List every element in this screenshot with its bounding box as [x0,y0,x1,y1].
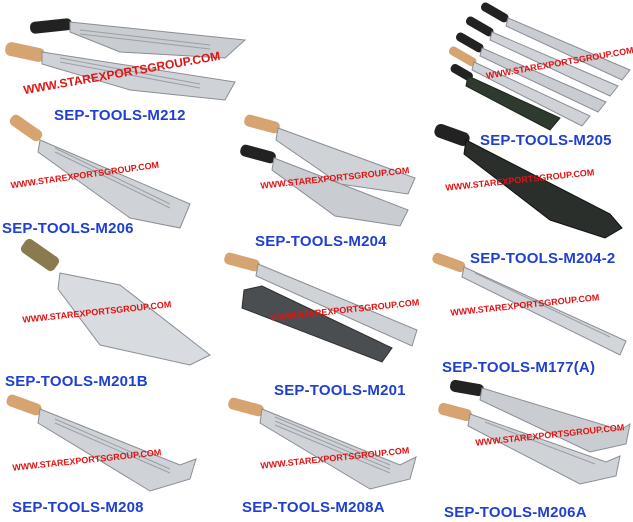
product-code: SEP-TOOLS-M206A [444,504,587,521]
product-code: SEP-TOOLS-M212 [54,107,186,124]
machete-with-sheath-icon [224,252,418,363]
product-code: SEP-TOOLS-M205 [480,132,612,149]
product-code: SEP-TOOLS-M204-2 [470,250,616,267]
product-code: SEP-TOOLS-M201 [274,382,406,399]
five-machetes-stacked-icon [448,2,631,131]
product-m204: WWW.STAREXPORTSGROUP.COM SEP-TOOLS-M204 [220,114,430,253]
product-m201: WWW.STAREXPORTSGROUP.COM SEP-TOOLS-M201 [222,250,432,400]
long-machete-icon [432,252,627,356]
product-m177a: WWW.STAREXPORTSGROUP.COM SEP-TOOLS-M177(… [430,252,633,380]
two-machetes-serrated-icon [5,18,247,101]
machete-hooked-tip-icon [6,394,197,492]
two-machetes-curved-icon [240,114,416,227]
product-m212: WWW.STAREXPORTSGROUP.COM SEP-TOOLS-M212 [0,0,260,125]
product-m201b: WWW.STAREXPORTSGROUP.COM SEP-TOOLS-M201B [0,238,220,395]
product-code: SEP-TOOLS-M208 [12,499,144,516]
broad-machete-icon [20,238,211,366]
product-code: SEP-TOOLS-M177(A) [442,359,596,376]
product-m206a: WWW.STAREXPORTSGROUP.COM SEP-TOOLS-M206A [430,378,633,522]
product-code: SEP-TOOLS-M206 [2,220,134,237]
product-code: SEP-TOOLS-M201B [5,373,148,390]
product-code: SEP-TOOLS-M208A [242,499,385,516]
product-m206: WWW.STAREXPORTSGROUP.COM SEP-TOOLS-M206 [0,114,215,243]
product-code: SEP-TOOLS-M204 [255,233,387,250]
product-m208: WWW.STAREXPORTSGROUP.COM SEP-TOOLS-M208 [0,394,215,522]
machete-hooked-tip-grooved-icon [228,397,417,490]
machete-flared-tip-icon [9,114,191,229]
product-m205: WWW.STAREXPORTSGROUP.COM SEP-TOOLS-M205 [440,0,633,150]
product-m208a: WWW.STAREXPORTSGROUP.COM SEP-TOOLS-M208A [220,395,430,522]
product-m204-2: WWW.STAREXPORTSGROUP.COM SEP-TOOLS-M204-… [430,120,633,270]
two-machetes-hooked-icon [438,379,631,485]
black-machete-hooked-icon [434,123,623,239]
